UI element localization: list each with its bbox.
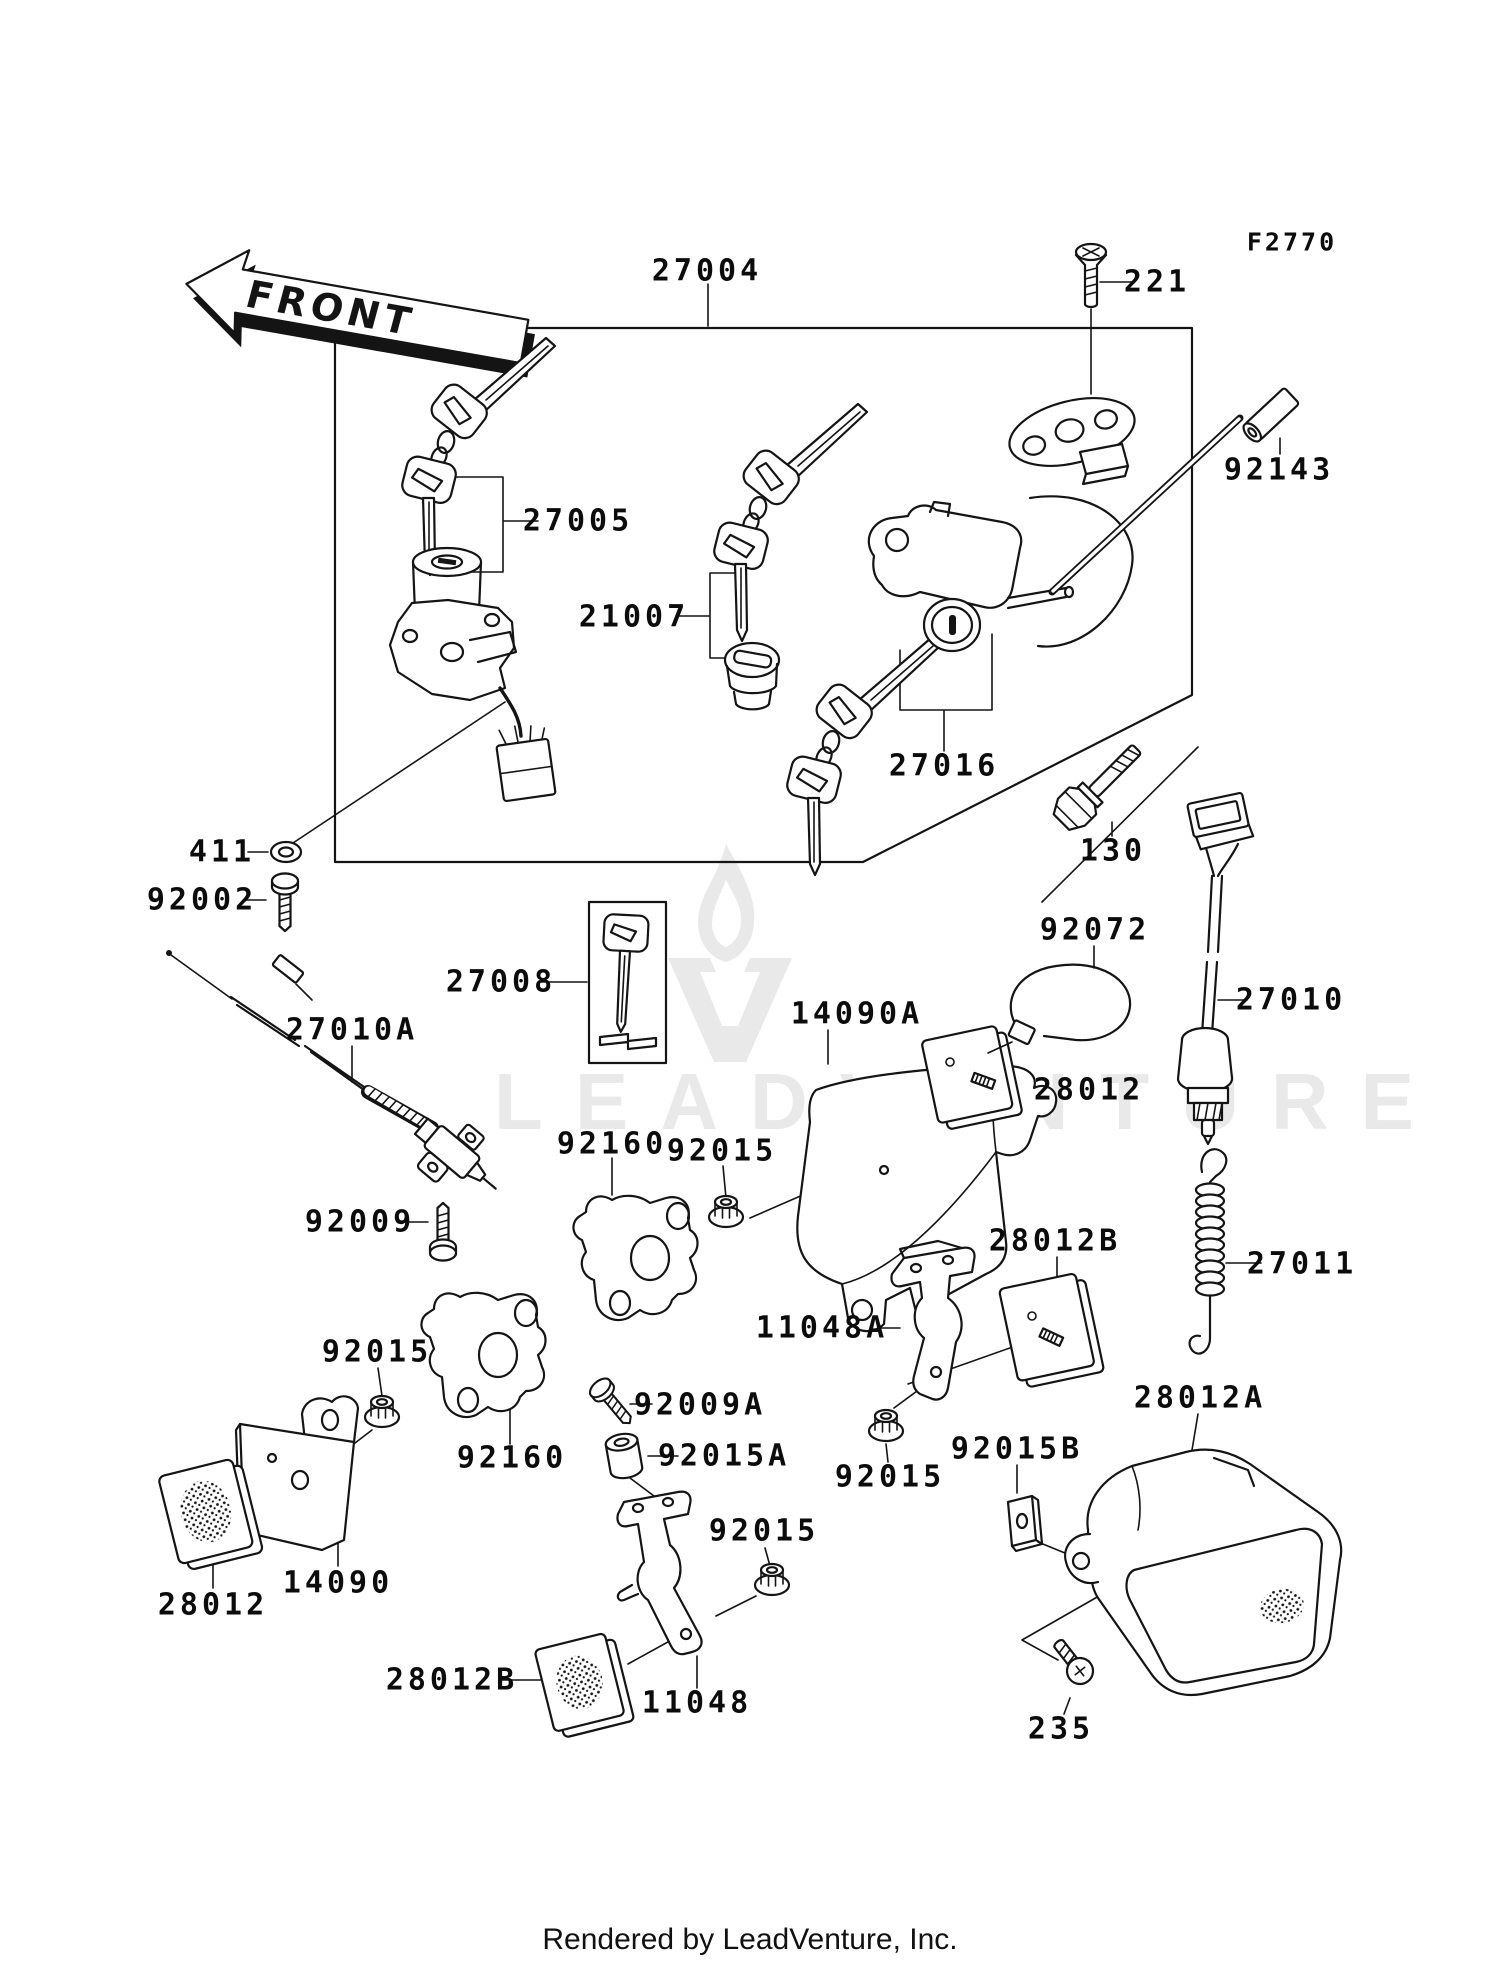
nut-92015-mid-drawing <box>753 1562 791 1597</box>
screw-221-drawing <box>1074 242 1108 309</box>
washer-411-drawing <box>269 840 303 864</box>
part-label-27004[interactable]: 27004 <box>651 253 763 289</box>
cable-27010a-drawing <box>166 950 497 1190</box>
reflector-28012-upper-drawing <box>921 1025 1023 1130</box>
part-label-28012b-bottom[interactable]: 28012B <box>385 1662 519 1698</box>
plate-92015b-drawing <box>1006 1494 1044 1553</box>
part-label-28012-bottom[interactable]: 28012 <box>157 1587 269 1623</box>
part-label-92160-top[interactable]: 92160 <box>556 1126 668 1162</box>
part-label-92009a[interactable]: 92009A <box>633 1387 767 1423</box>
part-label-92143[interactable]: 92143 <box>1223 452 1335 488</box>
part-label-27005[interactable]: 27005 <box>522 503 634 539</box>
part-label-11048a[interactable]: 11048A <box>755 1310 889 1346</box>
screw-92009a-drawing <box>585 1373 640 1432</box>
front-arrow-icon: FRONT <box>185 249 535 378</box>
spring-27011-drawing <box>1188 1148 1228 1355</box>
part-label-28012a[interactable]: 28012A <box>1133 1380 1267 1416</box>
part-label-11048[interactable]: 11048 <box>641 1685 753 1721</box>
part-label-235[interactable]: 235 <box>1027 1711 1095 1747</box>
part-label-92160-bottom[interactable]: 92160 <box>456 1440 568 1476</box>
cable-tie-92072-drawing <box>987 963 1132 1054</box>
screw-92009-drawing <box>428 1201 458 1262</box>
blank-key-27008-drawing <box>587 900 668 1065</box>
lock-cap-drawing <box>723 641 781 711</box>
part-label-221[interactable]: 221 <box>1123 264 1191 300</box>
switch-holder-drawing <box>1008 397 1136 486</box>
leadventure-watermark-logo-icon <box>668 844 792 1062</box>
part-label-14090[interactable]: 14090 <box>282 1565 394 1601</box>
part-label-27010[interactable]: 27010 <box>1235 982 1347 1018</box>
assembly-box-27004 <box>333 326 1194 864</box>
ignition-switch-drawing <box>867 495 1134 653</box>
part-label-92009[interactable]: 92009 <box>304 1204 416 1240</box>
part-label-28012b-top[interactable]: 28012B <box>988 1223 1122 1259</box>
reflector-28012b-bottom-drawing <box>534 1632 635 1738</box>
bracket-11048-drawing <box>616 1490 703 1656</box>
part-label-92015-left[interactable]: 92015 <box>321 1334 433 1370</box>
rod-92143-drawing <box>1048 387 1300 596</box>
switch-27010-drawing <box>1176 792 1255 1146</box>
key-set-21007 <box>710 402 869 643</box>
part-label-92002[interactable]: 92002 <box>146 882 258 918</box>
nut-92015-right-drawing <box>867 1408 905 1443</box>
part-label-27010a[interactable]: 27010A <box>285 1012 419 1048</box>
part-label-92015-top[interactable]: 92015 <box>666 1133 778 1169</box>
reflector-28012b-upper-drawing <box>998 1272 1105 1388</box>
footer-credit: Rendered by LeadVenture, Inc. <box>542 1923 958 1956</box>
page-code: F2770 <box>1246 227 1338 257</box>
gasket-92160-lower-drawing <box>420 1291 547 1419</box>
nut-92015-top-drawing <box>707 1194 745 1229</box>
key-set-27005 <box>398 336 557 577</box>
collar-92015a-drawing <box>604 1432 644 1480</box>
bolt-130-drawing <box>1052 744 1142 831</box>
nut-92015-left-drawing <box>363 1394 401 1429</box>
part-label-92015-mid[interactable]: 92015 <box>708 1513 820 1549</box>
part-label-21007[interactable]: 21007 <box>578 599 690 635</box>
part-label-130[interactable]: 130 <box>1079 833 1147 869</box>
part-label-92072[interactable]: 92072 <box>1039 912 1151 948</box>
reflector-28012-lower-drawing <box>158 1458 264 1571</box>
part-label-27016[interactable]: 27016 <box>888 748 1000 784</box>
bracket-11048a-drawing <box>890 1239 976 1401</box>
part-label-92015-right[interactable]: 92015 <box>834 1459 946 1495</box>
part-label-27011[interactable]: 27011 <box>1246 1246 1358 1282</box>
ignition-lock-drawing <box>388 546 557 803</box>
part-label-92015b[interactable]: 92015B <box>950 1431 1084 1467</box>
part-label-28012-top[interactable]: 28012 <box>1033 1072 1145 1108</box>
screw-92002-drawing <box>270 872 300 933</box>
bracket-14090-drawing <box>234 1395 360 1552</box>
gasket-92160-upper-drawing <box>572 1194 699 1322</box>
part-label-92015a[interactable]: 92015A <box>657 1438 791 1474</box>
part-label-27008[interactable]: 27008 <box>445 964 557 1000</box>
cover-28012a-drawing <box>1064 1448 1343 1697</box>
screw-235-drawing <box>1053 1638 1095 1686</box>
part-label-14090a[interactable]: 14090A <box>790 996 924 1032</box>
part-label-411[interactable]: 411 <box>188 834 256 870</box>
